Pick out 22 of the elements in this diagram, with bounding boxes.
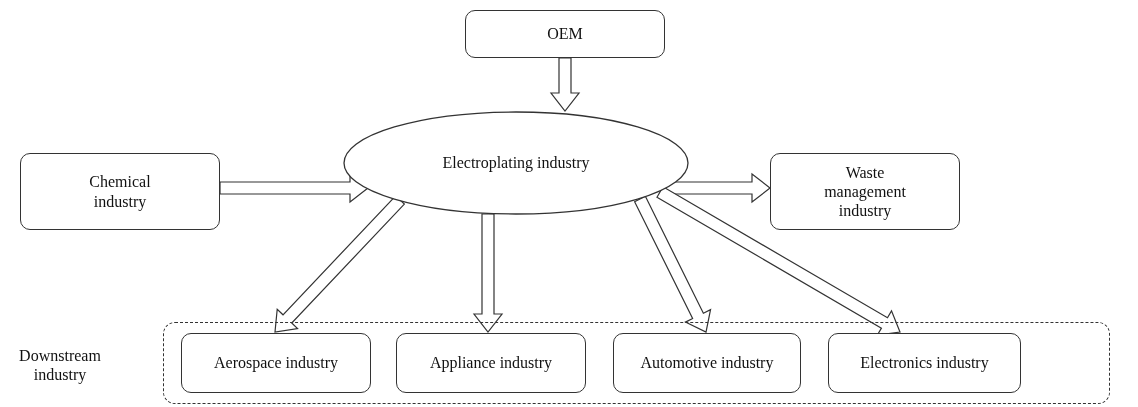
process-box xyxy=(465,10,665,58)
block-arrow xyxy=(633,195,712,333)
process-box xyxy=(20,153,220,230)
block-arrow xyxy=(549,57,581,112)
node-label: Electronics industry xyxy=(860,353,989,373)
process-box xyxy=(396,333,586,393)
node-label: Waste management industry xyxy=(823,162,907,221)
group-label: Downstream industry xyxy=(18,346,102,385)
node-label: Aerospace industry xyxy=(214,353,338,373)
process-box xyxy=(181,333,371,393)
process-box xyxy=(770,153,960,230)
process-box xyxy=(613,333,801,393)
node-label: Electroplating industry xyxy=(442,153,590,173)
group-box xyxy=(163,322,1110,404)
process-box xyxy=(828,333,1021,393)
node-label: Appliance industry xyxy=(429,353,553,373)
block-arrow xyxy=(472,213,504,333)
node-label: Automotive industry xyxy=(640,353,774,373)
node-label: Chemical industry xyxy=(88,172,152,211)
node-label: OEM xyxy=(547,24,583,44)
process-ellipse xyxy=(343,111,689,215)
block-arrow xyxy=(656,186,901,336)
